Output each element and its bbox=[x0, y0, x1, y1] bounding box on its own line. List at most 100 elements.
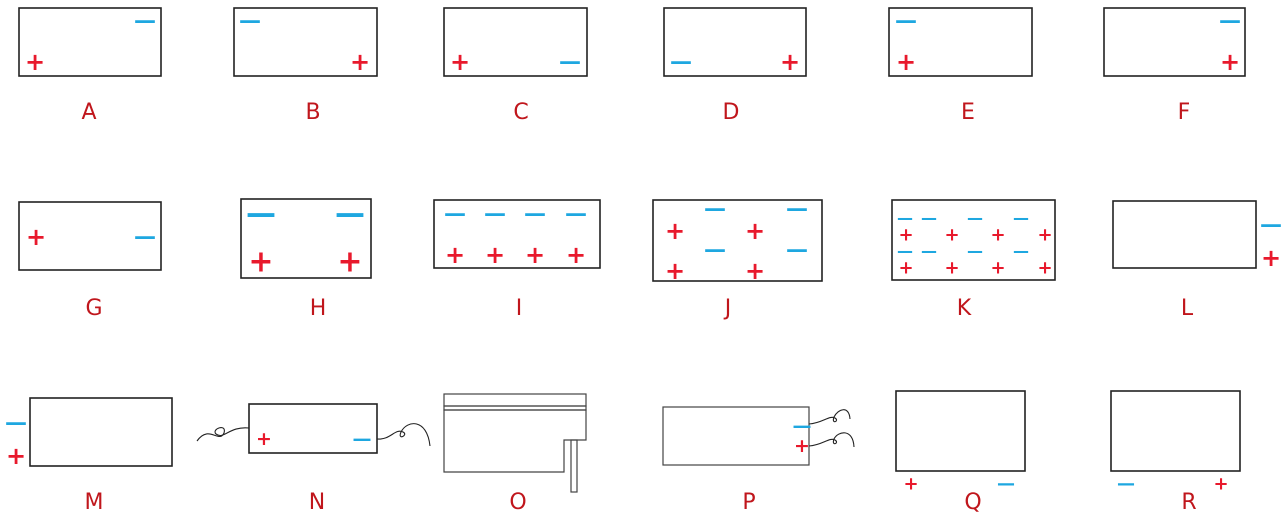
panel-label: L bbox=[1181, 296, 1194, 321]
plus-sign-icon: + bbox=[337, 245, 362, 280]
panel-m-outline bbox=[30, 398, 172, 466]
plus-sign-icon: + bbox=[665, 217, 685, 245]
plus-sign-icon: + bbox=[898, 258, 913, 279]
panel-k: ————++++————++++K bbox=[892, 200, 1055, 321]
plus-sign-icon: + bbox=[1213, 474, 1228, 495]
plus-sign-icon: + bbox=[1037, 258, 1052, 279]
minus-sign-icon: — bbox=[670, 50, 692, 75]
panel-label: A bbox=[81, 100, 96, 125]
minus-sign-icon: — bbox=[1117, 474, 1135, 495]
panel-l: —+L bbox=[1113, 201, 1282, 321]
minus-sign-icon: — bbox=[134, 225, 156, 250]
plus-sign-icon: + bbox=[445, 241, 465, 269]
panel-label: O bbox=[509, 490, 526, 515]
panel-label: N bbox=[309, 490, 325, 515]
panel-label: C bbox=[513, 100, 528, 125]
plus-sign-icon: + bbox=[1037, 225, 1052, 246]
panel-l-outline bbox=[1113, 201, 1256, 268]
plus-sign-icon: + bbox=[780, 48, 800, 76]
plus-sign-icon: + bbox=[745, 217, 765, 245]
minus-sign-icon: — bbox=[353, 428, 372, 450]
panel-c: + — C bbox=[444, 8, 587, 125]
minus-sign-icon: — bbox=[997, 474, 1015, 495]
minus-sign-icon: — bbox=[1219, 9, 1241, 34]
plus-sign-icon: + bbox=[944, 225, 959, 246]
plus-sign-icon: + bbox=[794, 435, 810, 457]
panel-label: R bbox=[1181, 490, 1196, 515]
panel-label: K bbox=[957, 296, 972, 321]
panel-a: — + A bbox=[19, 8, 161, 125]
panel-g: + — G bbox=[19, 202, 161, 321]
panel-label: Q bbox=[964, 490, 981, 515]
plus-sign-icon: + bbox=[566, 241, 586, 269]
panel-o: O bbox=[444, 394, 586, 515]
panel-p-outline bbox=[663, 407, 809, 465]
plus-sign-icon: + bbox=[25, 48, 45, 76]
minus-sign-icon: — bbox=[704, 197, 726, 222]
upper-wire-lead bbox=[809, 410, 850, 424]
plus-sign-icon: + bbox=[665, 257, 685, 285]
panel-label: F bbox=[1178, 100, 1191, 125]
plus-sign-icon: + bbox=[1261, 244, 1281, 272]
minus-sign-icon: — bbox=[1013, 209, 1029, 228]
minus-sign-icon: — bbox=[704, 238, 726, 263]
panel-label: D bbox=[723, 100, 740, 125]
plus-sign-icon: + bbox=[990, 258, 1005, 279]
panel-q-outline bbox=[896, 391, 1025, 471]
right-wire-lead bbox=[377, 424, 430, 446]
panel-f: — + F bbox=[1104, 8, 1245, 125]
panel-r: — + R bbox=[1111, 391, 1240, 515]
panel-q: + — Q bbox=[896, 391, 1025, 515]
panel-j: — — + + — — + + J bbox=[653, 197, 822, 322]
minus-sign-icon: — bbox=[921, 242, 937, 261]
cap-layer-top bbox=[444, 394, 586, 406]
panel-r-outline bbox=[1111, 391, 1240, 471]
minus-sign-icon: — bbox=[786, 238, 808, 263]
panel-e: — + E bbox=[889, 8, 1032, 125]
panel-label: P bbox=[742, 490, 755, 515]
panel-label: I bbox=[516, 296, 523, 321]
panel-n: + — N bbox=[197, 404, 430, 515]
minus-sign-icon: — bbox=[335, 197, 365, 232]
minus-sign-icon: — bbox=[5, 411, 27, 436]
plus-sign-icon: + bbox=[903, 474, 918, 495]
minus-sign-icon: — bbox=[786, 197, 808, 222]
plus-sign-icon: + bbox=[26, 223, 46, 251]
panel-h: ——++H bbox=[241, 197, 371, 322]
plus-sign-icon: + bbox=[1220, 48, 1240, 76]
pin-lead bbox=[571, 440, 577, 492]
minus-sign-icon: — bbox=[565, 202, 587, 227]
plus-sign-icon: + bbox=[6, 442, 26, 470]
minus-sign-icon: — bbox=[484, 202, 506, 227]
plus-sign-icon: + bbox=[350, 48, 370, 76]
minus-sign-icon: — bbox=[524, 202, 546, 227]
minus-sign-icon: — bbox=[444, 202, 466, 227]
minus-sign-icon: — bbox=[1013, 242, 1029, 261]
plus-sign-icon: + bbox=[485, 241, 505, 269]
panel-label: E bbox=[961, 100, 975, 125]
plus-sign-icon: + bbox=[944, 258, 959, 279]
minus-sign-icon: — bbox=[559, 50, 581, 75]
minus-sign-icon: — bbox=[793, 415, 812, 437]
plus-sign-icon: + bbox=[990, 225, 1005, 246]
minus-sign-icon: — bbox=[895, 9, 917, 34]
plus-sign-icon: + bbox=[745, 257, 765, 285]
panel-m: —+M bbox=[5, 398, 172, 515]
panel-label: B bbox=[305, 100, 320, 125]
panel-i: — — — — + + + + I bbox=[434, 200, 600, 321]
plus-sign-icon: + bbox=[525, 241, 545, 269]
minus-sign-icon: — bbox=[246, 197, 276, 232]
panel-label: H bbox=[310, 296, 327, 321]
panel-label: G bbox=[85, 296, 102, 321]
plus-sign-icon: + bbox=[896, 48, 916, 76]
minus-sign-icon: — bbox=[921, 209, 937, 228]
panel-b: — + B bbox=[234, 8, 377, 125]
minus-sign-icon: — bbox=[967, 209, 983, 228]
minus-sign-icon: — bbox=[239, 9, 261, 34]
lower-wire-lead bbox=[809, 433, 854, 447]
plus-sign-icon: + bbox=[450, 48, 470, 76]
panel-label: J bbox=[723, 296, 732, 321]
plus-sign-icon: + bbox=[256, 428, 272, 450]
minus-sign-icon: — bbox=[134, 9, 156, 34]
